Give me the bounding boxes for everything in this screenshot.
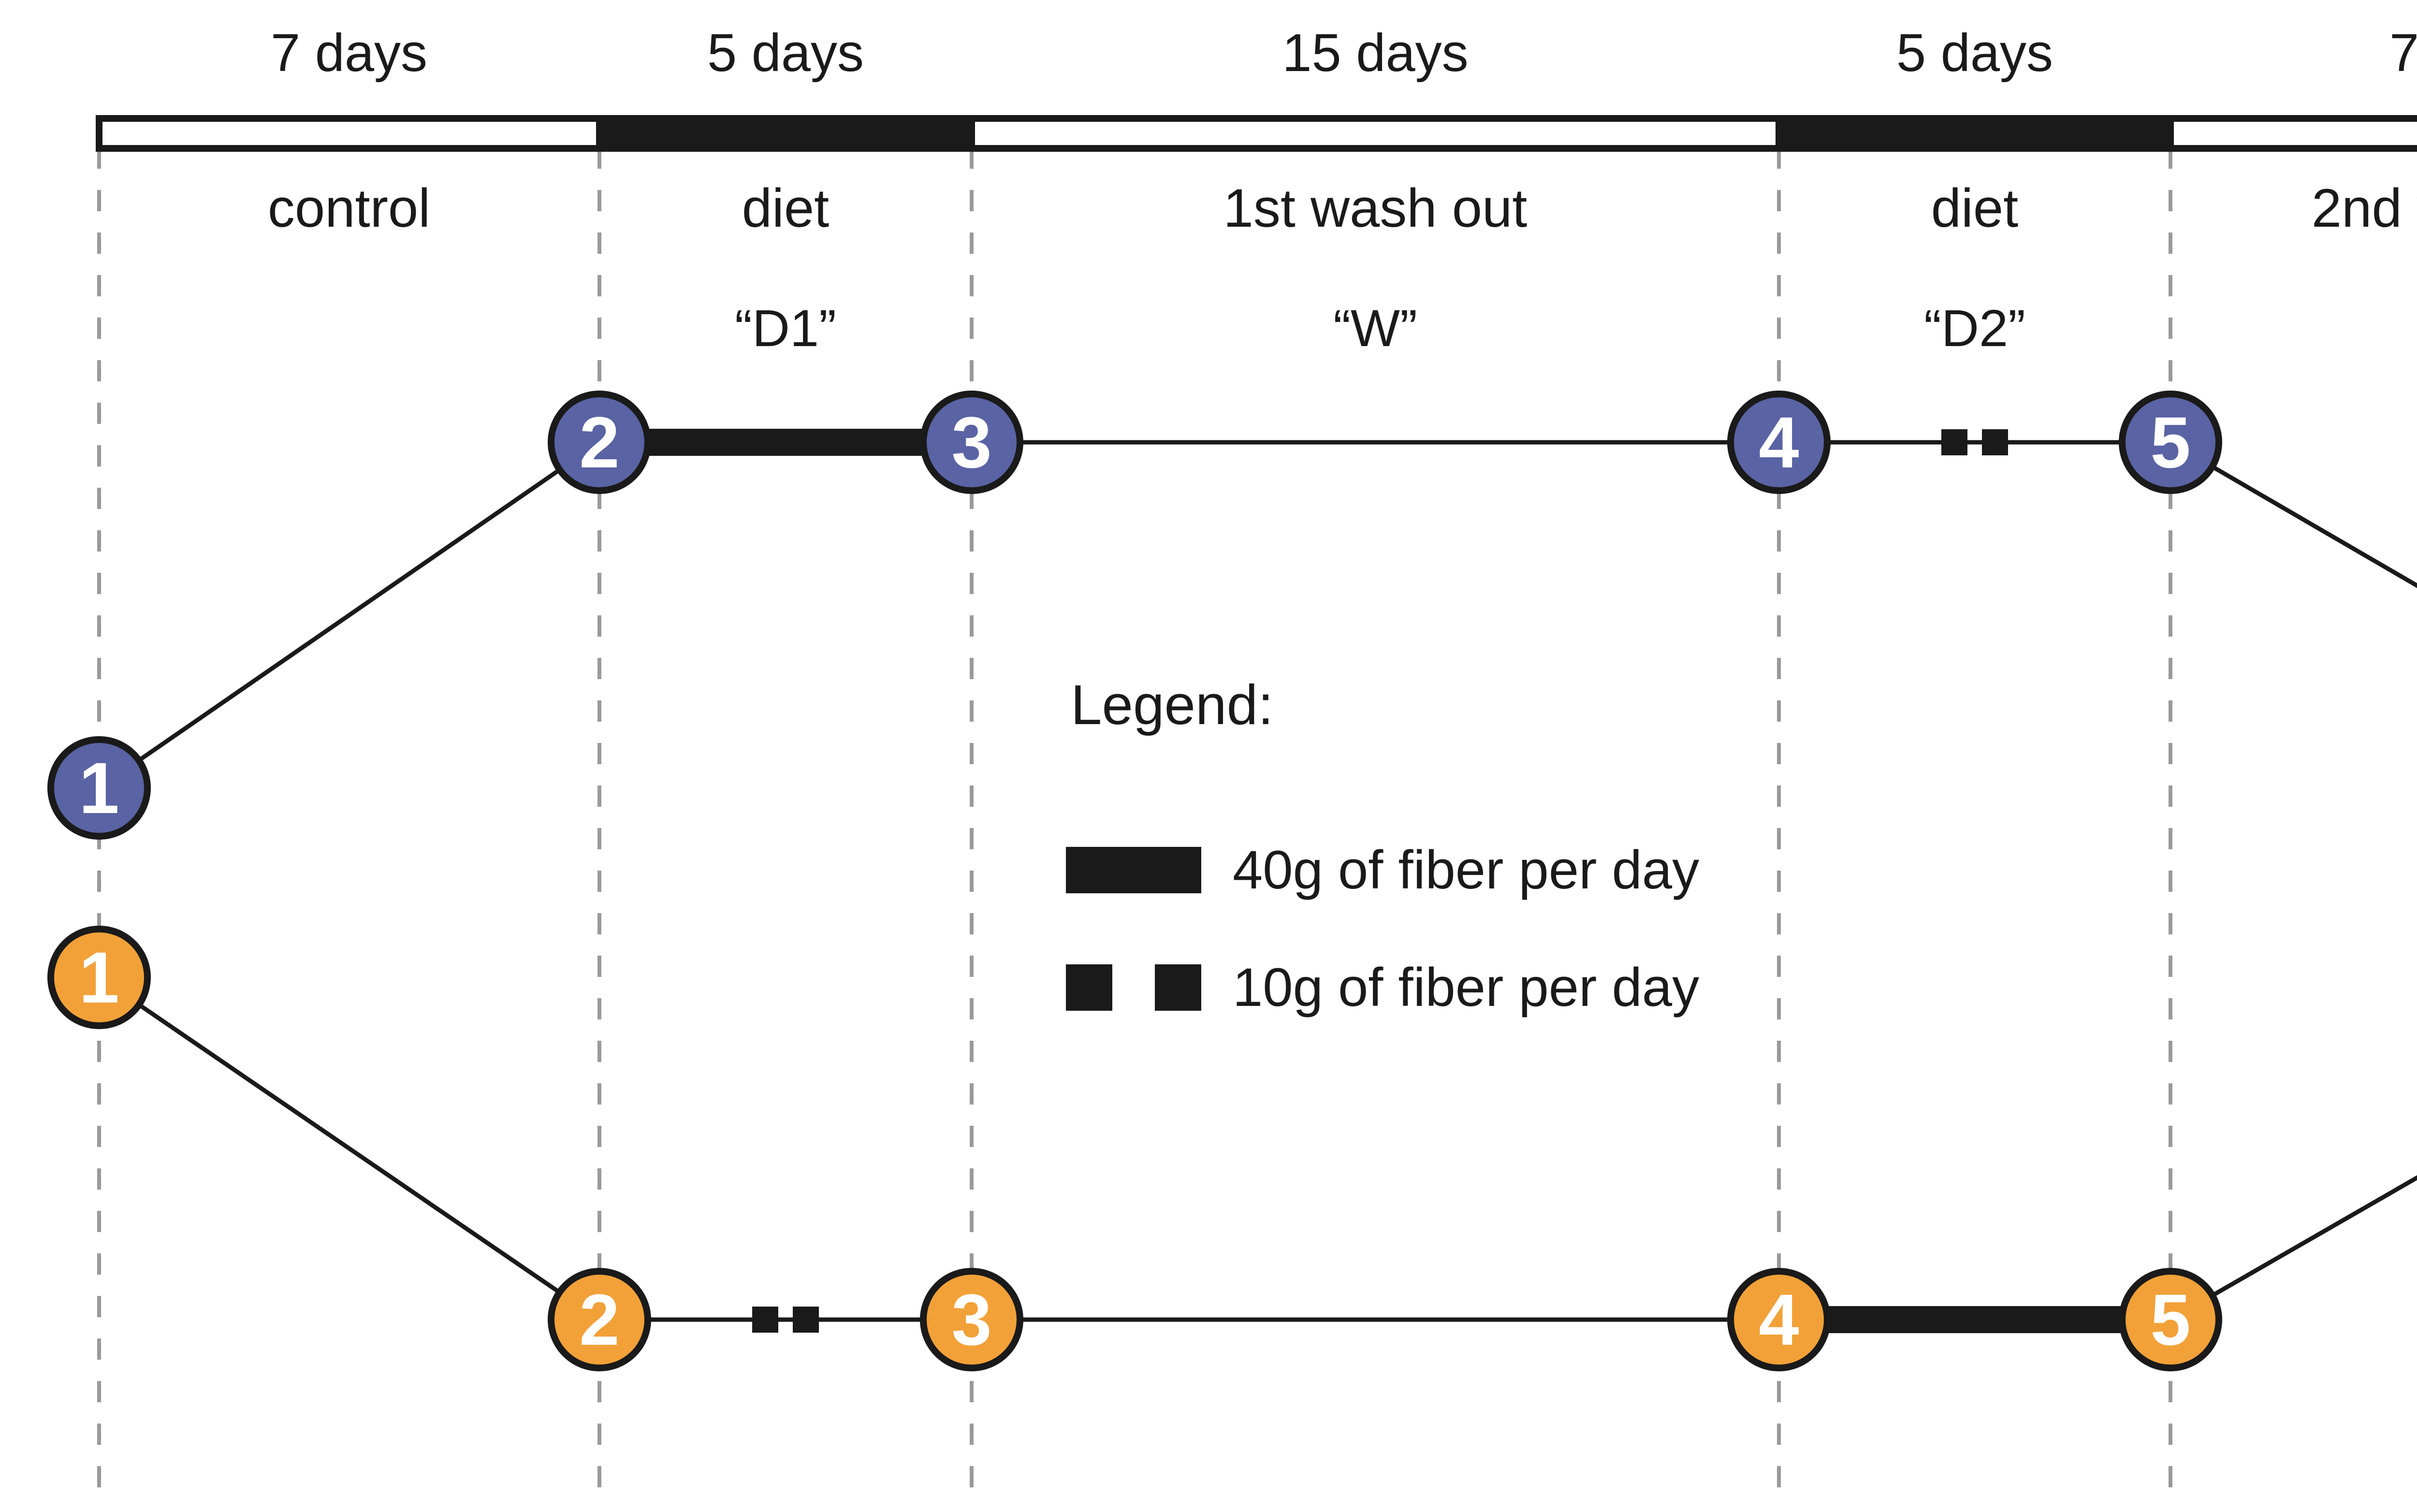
edge-group [135, 429, 2417, 1333]
node-blue-5[interactable] [2119, 391, 2222, 494]
node-blue-3[interactable] [920, 391, 1023, 494]
timeline-segment-4 [2167, 115, 2417, 152]
node-orange-2[interactable] [548, 1268, 651, 1371]
edge-blue-1-2 [135, 466, 564, 764]
node-group [47, 391, 2222, 1371]
node-blue-2[interactable] [548, 391, 651, 494]
edge-blue-2-3 [642, 429, 929, 456]
legend-swatch-10g-square-0 [1066, 964, 1112, 1011]
code-label-0: “D1” [735, 299, 836, 357]
legend-title: Legend: [1071, 673, 1274, 736]
phase-label-4: 2nd wash out [2311, 178, 2417, 238]
edge-orange-4-5 [1821, 1306, 2128, 1333]
edge-orange-1-2 [135, 1001, 563, 1296]
edge-blue-4-5-square-0 [1941, 429, 1967, 455]
edge-blue-5-6 [2209, 463, 2417, 588]
edge-orange-5-6 [2209, 1175, 2417, 1299]
node-orange-5[interactable] [2119, 1268, 2222, 1371]
phase-label-0: control [267, 178, 431, 238]
legend-label-1: 10g of fiber per day [1233, 957, 1700, 1018]
timeline-guide-lines [97, 147, 2172, 1498]
edge-blue-4-5-square-1 [1982, 429, 2008, 455]
edge-orange-2-3-square-0 [752, 1307, 778, 1333]
node-blue-4[interactable] [1727, 391, 1831, 494]
duration-label-0: 7 days [270, 23, 428, 83]
timeline-bar [96, 115, 2417, 152]
code-label-1: “W” [1333, 299, 1417, 357]
timeline-segment-1 [596, 115, 975, 152]
code-label-2: “D2” [1924, 299, 2025, 357]
edge-orange-2-3-square-1 [793, 1307, 819, 1333]
node-blue-1[interactable] [47, 736, 151, 840]
duration-label-3: 5 days [1896, 23, 2053, 83]
legend-swatch-10g-square-1 [1155, 964, 1201, 1011]
node-orange-3[interactable] [920, 1268, 1023, 1371]
timeline-segment-2 [968, 115, 1782, 152]
node-orange-4[interactable] [1727, 1268, 1831, 1371]
duration-label-1: 5 days [707, 23, 864, 83]
phase-label-3: diet [1931, 178, 2019, 238]
legend-swatch-group [1066, 847, 1201, 1011]
phase-label-2: 1st wash out [1223, 178, 1528, 238]
timeline-segment-3 [1776, 115, 2174, 152]
duration-label-4: 7 days [2389, 23, 2417, 83]
phase-label-1: diet [742, 178, 830, 238]
timeline-segment-0 [96, 115, 603, 152]
legend-swatch-40g [1066, 847, 1201, 893]
legend-label-0: 40g of fiber per day [1233, 840, 1700, 900]
node-orange-1[interactable] [47, 926, 151, 1029]
duration-label-2: 15 days [1282, 23, 1469, 83]
